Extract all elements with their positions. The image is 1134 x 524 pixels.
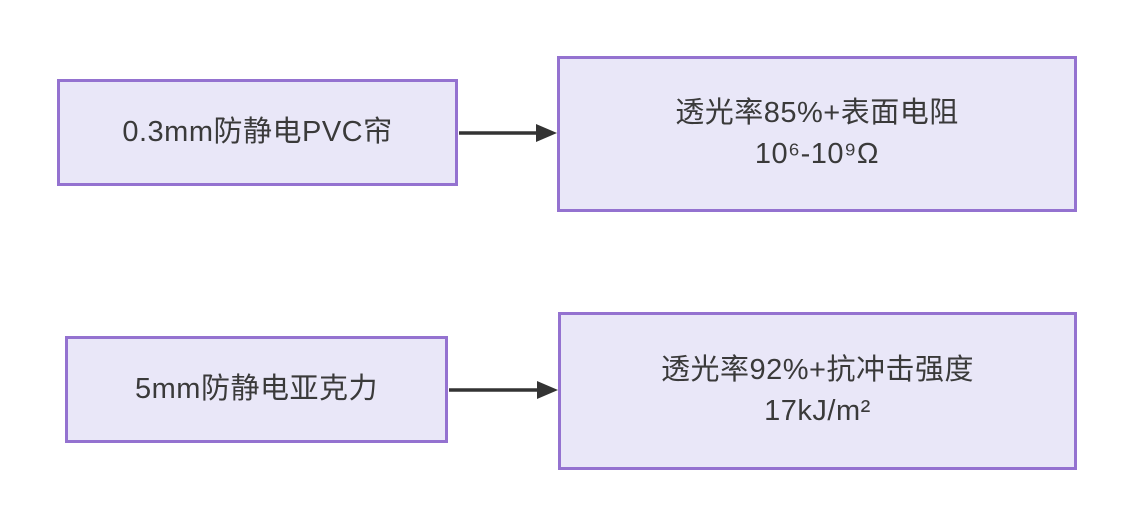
connector-arrow-1 <box>459 124 557 142</box>
flow1-source-node: 0.3mm防静电PVC帘 <box>57 79 458 186</box>
flow2-source-label: 5mm防静电亚克力 <box>135 372 378 405</box>
flow1-target-line2: 10⁶-10⁹Ω <box>754 138 880 170</box>
flow2-target-line2: 17kJ/m² <box>764 395 871 427</box>
flow1-target-line1: 透光率85%+表面电阻 <box>675 96 959 129</box>
flow2-target-node: 透光率92%+抗冲击强度 17kJ/m² <box>558 312 1077 470</box>
flow1-target-node: 透光率85%+表面电阻 10⁶-10⁹Ω <box>557 56 1077 212</box>
connector-arrow-2 <box>449 381 558 399</box>
flow2-target-line1: 透光率92%+抗冲击强度 <box>661 353 974 386</box>
flow2-source-node: 5mm防静电亚克力 <box>65 336 448 443</box>
flow1-source-label: 0.3mm防静电PVC帘 <box>122 115 393 148</box>
